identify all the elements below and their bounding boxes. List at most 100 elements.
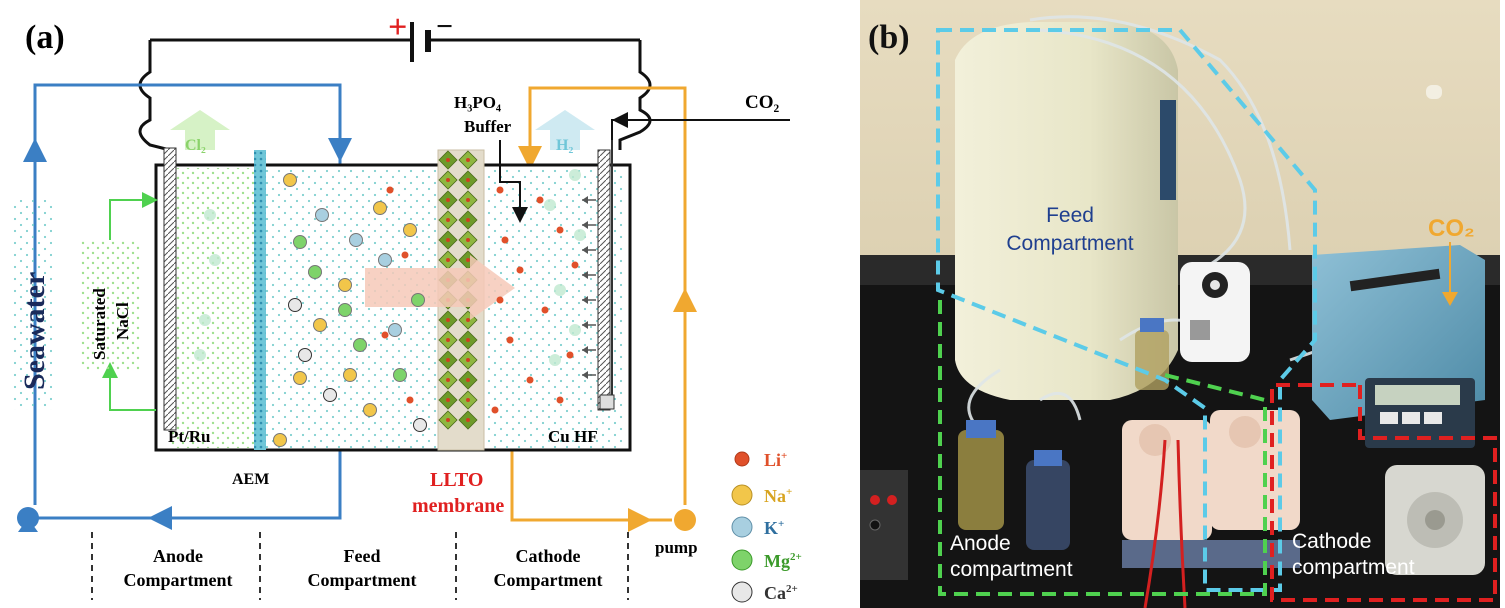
electrochemical-cell	[1122, 410, 1300, 568]
ion	[313, 318, 327, 332]
gas-bubble	[544, 199, 556, 211]
ion	[315, 208, 329, 222]
catholyte-loop	[510, 86, 697, 532]
gas-bubble	[554, 284, 566, 296]
h3po4-label: H₃PO₄	[454, 93, 501, 112]
ion-li	[496, 186, 504, 194]
ion-legend: Li+ Na+ K+ Mg2+ Ca2+	[731, 450, 802, 603]
ion	[323, 388, 337, 402]
cathode-pump	[1385, 465, 1485, 575]
legend-na-swatch	[731, 484, 753, 506]
seawater-block	[12, 200, 52, 410]
ion-li	[501, 236, 509, 244]
ion	[403, 223, 417, 237]
ion-li	[491, 406, 499, 414]
ions	[194, 169, 586, 447]
pt-ru-electrode	[163, 147, 177, 431]
gas-flow-arrowhead	[582, 296, 588, 304]
ion	[293, 371, 307, 385]
anolyte-loop	[80, 192, 158, 411]
ion	[298, 348, 312, 362]
feed-compartment-label-1: Feed	[344, 546, 381, 566]
ion-li	[556, 226, 564, 234]
feed-jug	[955, 22, 1178, 400]
saturated-label: Saturated	[90, 288, 109, 360]
panel-b-photo: (b) Feed Compartment CO₂ Anode compartme…	[860, 0, 1500, 608]
llto-crystal	[438, 150, 478, 430]
wall-button	[1426, 85, 1442, 99]
feed-region-box	[936, 28, 1317, 592]
llto-atom	[466, 218, 470, 222]
electrode-wires	[1143, 439, 1187, 608]
battery-minus: −	[436, 10, 453, 43]
ion	[338, 303, 352, 317]
ion	[308, 265, 322, 279]
legend-ca: Ca2+	[764, 583, 798, 603]
feed-compartment-label-2: Compartment	[308, 570, 417, 590]
feed-label-2: Compartment	[1006, 232, 1133, 255]
panel-a-diagram: (a) + − Seawater	[12, 9, 802, 603]
ion-li	[536, 196, 544, 204]
ion	[293, 235, 307, 249]
cathode-region-box	[1270, 383, 1497, 602]
gas-bubble	[209, 254, 221, 266]
gas-flow-arrowhead	[582, 371, 588, 379]
llto-atom	[466, 358, 470, 362]
ion	[283, 173, 297, 187]
gas-bubble	[194, 349, 206, 361]
ion-li	[526, 376, 534, 384]
anode-bottle	[958, 420, 1004, 530]
gas-flow-arrowhead	[582, 321, 588, 329]
llto-atom	[466, 378, 470, 382]
legend-mg-swatch	[731, 549, 753, 571]
cathode-bottle	[1026, 450, 1070, 550]
gas-arrows	[582, 196, 596, 379]
ion-li	[516, 266, 524, 274]
co2-label-b: CO₂	[1428, 215, 1475, 242]
co2-label-a: CO₂	[745, 92, 780, 113]
ion	[393, 368, 407, 382]
ion-li	[571, 261, 579, 269]
panel-b-label: (b)	[868, 19, 910, 56]
llto-atom	[466, 338, 470, 342]
llto-atom	[446, 158, 450, 162]
feed-pump	[1180, 262, 1250, 362]
battery-plus: +	[388, 9, 407, 46]
ion	[378, 253, 392, 267]
cu-hf-electrode	[597, 149, 611, 411]
nacl-label: NaCl	[113, 302, 132, 340]
anode-compartment-label-2: Compartment	[124, 570, 233, 590]
ion	[343, 368, 357, 382]
gas-bubble	[574, 229, 586, 241]
compartment-dividers	[91, 532, 629, 600]
gas-flow-arrowhead	[582, 271, 588, 279]
llto-atom	[446, 178, 450, 182]
ion	[411, 293, 425, 307]
llto-atom	[466, 318, 470, 322]
ion-li	[401, 251, 409, 259]
llto-atom	[446, 378, 450, 382]
ion-li	[566, 351, 574, 359]
buffer-label: Buffer	[464, 117, 512, 136]
llto-atom	[466, 158, 470, 162]
ion	[349, 233, 363, 247]
llto-atom	[446, 238, 450, 242]
legend-li: Li+	[764, 450, 787, 470]
llto-atom	[466, 258, 470, 262]
side-instrument	[860, 470, 908, 580]
ion-li	[386, 186, 394, 194]
cathode-label-1: Cathode	[1292, 530, 1371, 553]
small-flask	[1135, 318, 1169, 390]
legend-ca-swatch	[731, 581, 753, 603]
ion	[338, 278, 352, 292]
gas-bubble	[549, 354, 561, 366]
legend-li-swatch	[734, 451, 750, 467]
llto-atom	[466, 178, 470, 182]
ion-li	[506, 336, 514, 344]
llto-label: LLTO	[430, 469, 483, 491]
ion	[413, 418, 427, 432]
ion	[353, 338, 367, 352]
cu-hf-label: Cu HF	[548, 427, 598, 446]
li-transport-arrow	[365, 255, 515, 320]
cathode-label-2: compartment	[1292, 556, 1415, 579]
